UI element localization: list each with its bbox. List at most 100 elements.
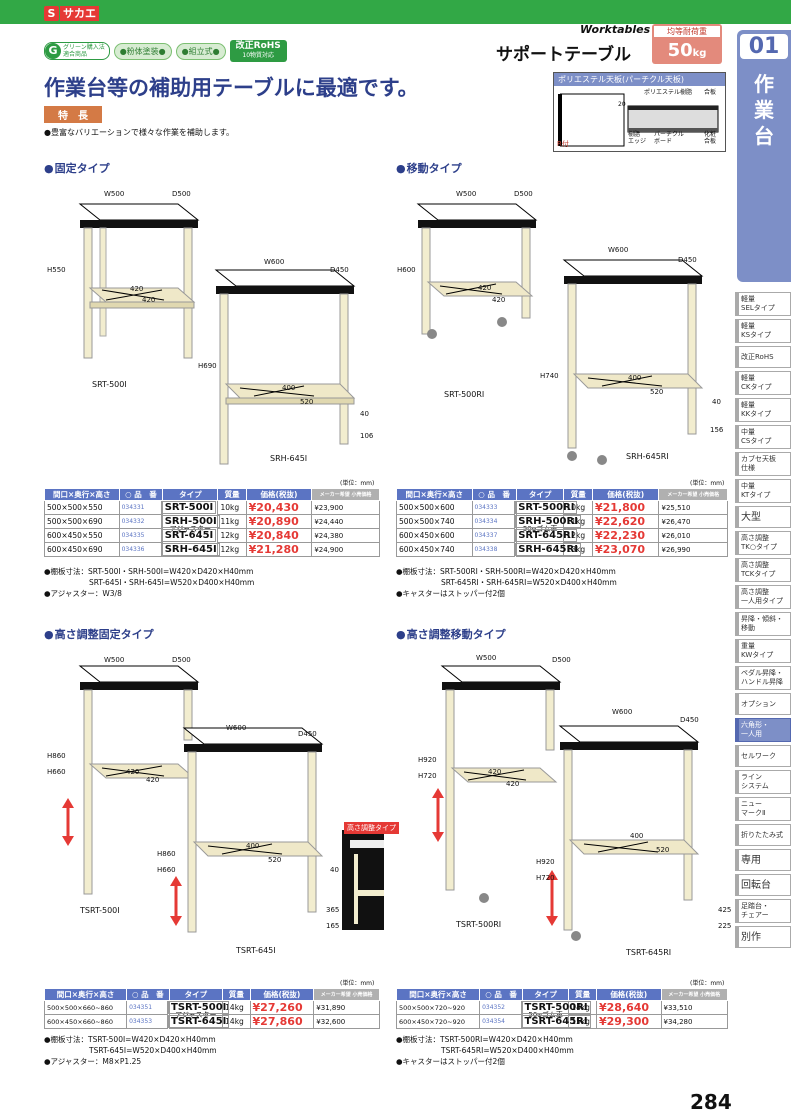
- table-header-row: 間口×奥行×高さ ○ 品 番 タイプ 質量 価格(税抜) メーカー希望 小売価格: [396, 488, 728, 501]
- cell-price: ¥22,620: [591, 514, 660, 529]
- adj-fixed-h2b: H660: [157, 866, 176, 874]
- side-nav-item[interactable]: 軽量 KSタイプ: [735, 319, 791, 343]
- side-nav-item[interactable]: 軽量 KKタイプ: [735, 398, 791, 422]
- mobile-h2: H740: [540, 372, 559, 380]
- adj-mobile-s2b: 520: [656, 846, 670, 854]
- side-nav-item[interactable]: 折りたたみ式: [735, 824, 791, 846]
- side-nav-item[interactable]: 六角形・ 一人用: [735, 718, 791, 742]
- cell-maker-price: ¥33,510: [660, 1000, 729, 1015]
- adj-mobile-spec-table: 間口×奥行×高さ ○ 品 番 タイプ 質量 価格(税抜) メーカー希望 小売価格…: [395, 988, 729, 1029]
- cell-model[interactable]: SRT-500I: [161, 501, 217, 514]
- side-nav-item[interactable]: ライン システム: [735, 770, 791, 794]
- laminate2-label: 化粧 合板: [704, 131, 717, 145]
- side-nav-item[interactable]: オプション: [735, 693, 791, 715]
- mobile-s2a: 400: [628, 374, 642, 382]
- side-nav-item[interactable]: 専用: [735, 849, 791, 871]
- side-nav-item[interactable]: 中量 KTタイプ: [735, 479, 791, 503]
- cell-price: ¥28,640: [595, 1000, 662, 1015]
- side-nav-item[interactable]: 足踏台・ チェアー: [735, 899, 791, 923]
- cell-model[interactable]: TSRT-645I: [168, 1014, 230, 1028]
- table-row: 600×450×550 034335 SRT-645I 12kg ¥20,840…: [44, 528, 380, 543]
- cell-price: ¥27,860: [249, 1014, 315, 1029]
- adj-fixed-d2: D450: [298, 730, 317, 738]
- board-construction-panel: ポリエステル天板(パーチクル天板) R付 ポリエステル樹脂 合板 20 樹脂 エ…: [553, 72, 726, 152]
- table-row: 500×500×550 034331 SRT-500I アジャスター 10kg …: [44, 500, 380, 557]
- side-nav-item[interactable]: ペダル昇降・ ハンドル昇降: [735, 666, 791, 690]
- cell-model[interactable]: SRT-645I: [161, 528, 217, 542]
- cell-size: 600×450×740: [396, 542, 473, 557]
- adj-mobile-drawing: [432, 665, 700, 941]
- adj-mobile-h1a: H920: [418, 756, 437, 764]
- cell-size: 500×500×660~860: [43, 1000, 128, 1015]
- side-nav-item[interactable]: 軽量 CKタイプ: [735, 371, 791, 395]
- side-nav-item[interactable]: 昇降・傾斜・ 移動: [735, 612, 791, 636]
- col-model: ○ 品 番: [126, 988, 170, 1001]
- col-maker-price: メーカー希望 小売価格: [658, 488, 728, 501]
- side-nav-item[interactable]: 軽量 SELタイプ: [735, 292, 791, 316]
- adj-mobile-d1: D500: [552, 656, 571, 664]
- cell-model[interactable]: SRH-645RI: [515, 542, 581, 556]
- side-nav-item[interactable]: ニュー マークⅡ: [735, 797, 791, 821]
- mobile-w1: W500: [456, 190, 477, 198]
- side-nav-item[interactable]: 高さ調整 TK○タイプ: [735, 531, 791, 555]
- side-nav-item[interactable]: 改正RoHS: [735, 346, 791, 368]
- side-nav: 軽量 SELタイプ軽量 KSタイプ改正RoHS 軽量 CKタイプ軽量 KKタイプ中…: [735, 292, 791, 951]
- side-nav-item[interactable]: 別作: [735, 926, 791, 948]
- cell-price: ¥20,840: [245, 528, 313, 543]
- fixed-notes: ●棚板寸法：SRT-500I・SRH-500I=W420×D420×H40mm …: [44, 567, 255, 598]
- side-nav-item[interactable]: カブセ天板 仕様: [735, 452, 791, 476]
- side-nav-item[interactable]: 高さ調整 一人用タイプ: [735, 585, 791, 609]
- cell-model[interactable]: SRH-500RI: [515, 514, 581, 528]
- fixed-thick: 40: [360, 410, 369, 418]
- mobile-leg: 156: [710, 426, 724, 434]
- rohs-badge: 改正RoHS 10物質対応: [229, 40, 287, 62]
- side-nav-item[interactable]: 中量 CSタイプ: [735, 425, 791, 449]
- col-size: 間口×奥行×高さ: [43, 988, 128, 1001]
- table-row: 600×450×740 034338 SRH-645RI 13kg ¥23,07…: [396, 542, 728, 557]
- cell-maker-price: ¥24,380: [311, 528, 380, 543]
- cell-price: ¥20,890: [245, 514, 313, 529]
- cell-maker-price: ¥23,900: [311, 500, 380, 515]
- col-mass: 質量: [217, 488, 247, 501]
- height-adjust-photo-label: 高さ調整タイプ: [344, 822, 399, 834]
- fixed-leg: 106: [360, 432, 374, 440]
- cell-maker-price: ¥26,470: [658, 514, 728, 529]
- cell-model[interactable]: SRT-500RI: [515, 501, 578, 514]
- cell-model[interactable]: TSRT-500RI: [521, 1001, 591, 1014]
- chapter-tab[interactable]: 01 作業台: [737, 30, 791, 282]
- side-nav-item[interactable]: セルワーク: [735, 745, 791, 767]
- adj-mobile-w2: W600: [612, 708, 633, 716]
- category-english: Worktables: [580, 23, 651, 36]
- top-green-bar: [0, 0, 791, 24]
- col-maker-price: メーカー希望 小売価格: [313, 988, 380, 1001]
- green-purchase-text: グリーン購入法 適合商品: [63, 44, 105, 58]
- cell-maker-price: ¥26,010: [658, 528, 728, 543]
- fixed-h1: H550: [47, 266, 66, 274]
- fixed-d2: D450: [330, 266, 349, 274]
- cell-model[interactable]: SRH-645I: [161, 542, 220, 556]
- adj-mobile-s1a: 420: [488, 768, 502, 776]
- side-nav-item[interactable]: 回転台: [735, 874, 791, 896]
- cell-model[interactable]: TSRT-645RI: [521, 1014, 591, 1028]
- mobile-model2: SRH-645RI: [626, 452, 669, 461]
- table-header-row: 間口×奥行×高さ ○ 品 番 タイプ 質量 価格(税抜) メーカー希望 小売価格: [395, 988, 729, 1001]
- cell-maker-price: ¥26,990: [658, 542, 728, 557]
- cell-code: 034338: [471, 542, 516, 557]
- mobile-thick: 40: [712, 398, 721, 406]
- unit-label-mobile: (単位：mm): [690, 480, 725, 487]
- mobile-notes: ●棚板寸法：SRT-500RI・SRH-500RI=W420×D420×H40m…: [396, 567, 617, 598]
- cell-price: ¥21,800: [591, 500, 660, 515]
- green-purchase-badge: G グリーン購入法 適合商品: [44, 42, 110, 60]
- mobile-d1: D500: [514, 190, 533, 198]
- col-mass: 質量: [222, 988, 251, 1001]
- side-nav-item[interactable]: 高さ調整 TCKタイプ: [735, 558, 791, 582]
- rohs-sub: 10物質対応: [242, 52, 275, 59]
- cell-model[interactable]: TSRT-500I: [168, 1001, 230, 1014]
- cell-model[interactable]: SRT-645RI: [515, 528, 578, 542]
- side-nav-item[interactable]: 大型: [735, 506, 791, 528]
- fixed-d1: D500: [172, 190, 191, 198]
- side-nav-item[interactable]: 重量 KWタイプ: [735, 639, 791, 663]
- cell-model[interactable]: SRH-500I: [161, 514, 220, 528]
- cell-price: ¥21,280: [245, 542, 313, 557]
- adj-fixed-h1b: H660: [47, 768, 66, 776]
